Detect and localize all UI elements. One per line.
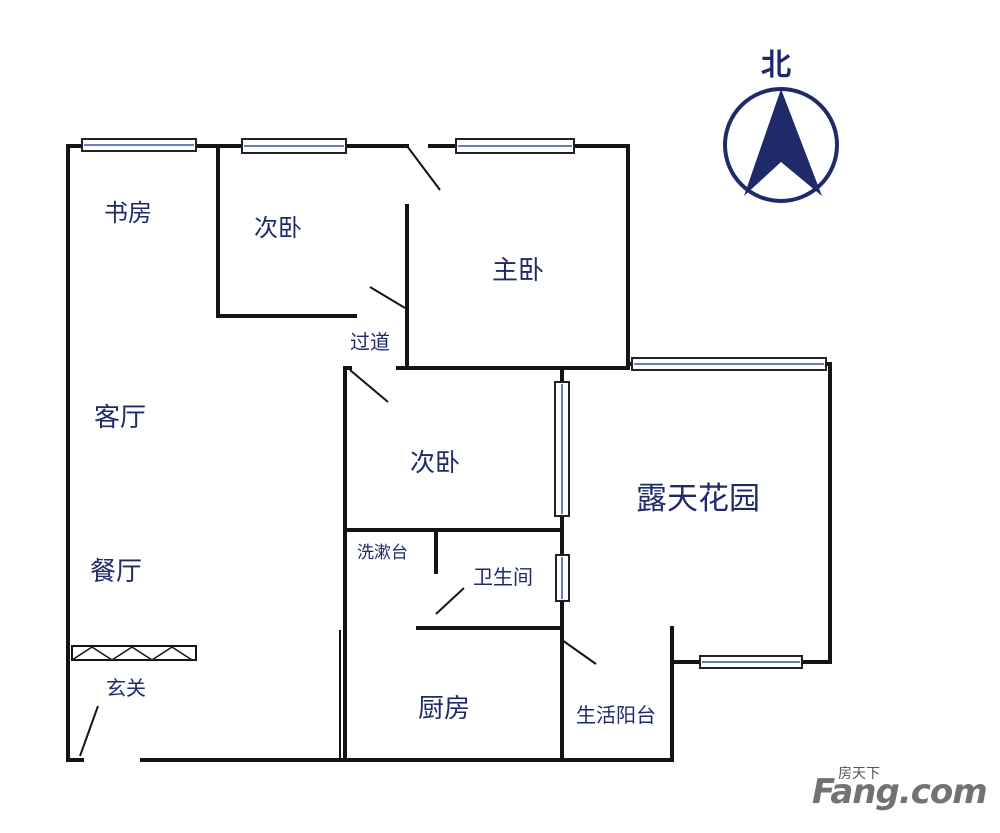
- compass-north-label: 北: [761, 48, 791, 83]
- room-label-corridor: 过道: [350, 330, 390, 354]
- door-second-bedroom-north: [369, 286, 406, 309]
- room-label-living-room: 客厅: [94, 403, 147, 433]
- room-label-master-bedroom: 主卧: [492, 256, 545, 286]
- entrance-cabinet: [71, 645, 197, 661]
- compass: [723, 87, 839, 203]
- room-label-terrace-garden: 露天花园: [636, 481, 760, 517]
- windows: [81, 138, 827, 669]
- door-entrance: [79, 705, 99, 757]
- door-second-bedroom-middle: [349, 369, 389, 403]
- room-label-entrance: 玄关: [106, 676, 146, 700]
- watermark-cn: 房天下: [838, 766, 880, 782]
- door-bathroom: [435, 587, 465, 615]
- room-label-dining-room: 餐厅: [90, 557, 143, 587]
- room-label-study: 书房: [104, 199, 152, 227]
- room-label-second-bedroom-middle: 次卧: [410, 448, 461, 477]
- door-utility-balcony: [561, 639, 597, 665]
- north-arrow-icon: [744, 89, 822, 196]
- watermark-brand: Fang.com: [812, 772, 988, 812]
- room-label-washbasin: 洗漱台: [357, 543, 408, 563]
- doors: [79, 145, 597, 757]
- room-label-utility-balcony: 生活阳台: [576, 703, 656, 727]
- room-label-second-bedroom-north: 次卧: [254, 214, 302, 242]
- room-label-bathroom: 卫生间: [473, 565, 533, 589]
- room-label-kitchen: 厨房: [418, 694, 471, 724]
- door-master-bedroom: [406, 145, 441, 191]
